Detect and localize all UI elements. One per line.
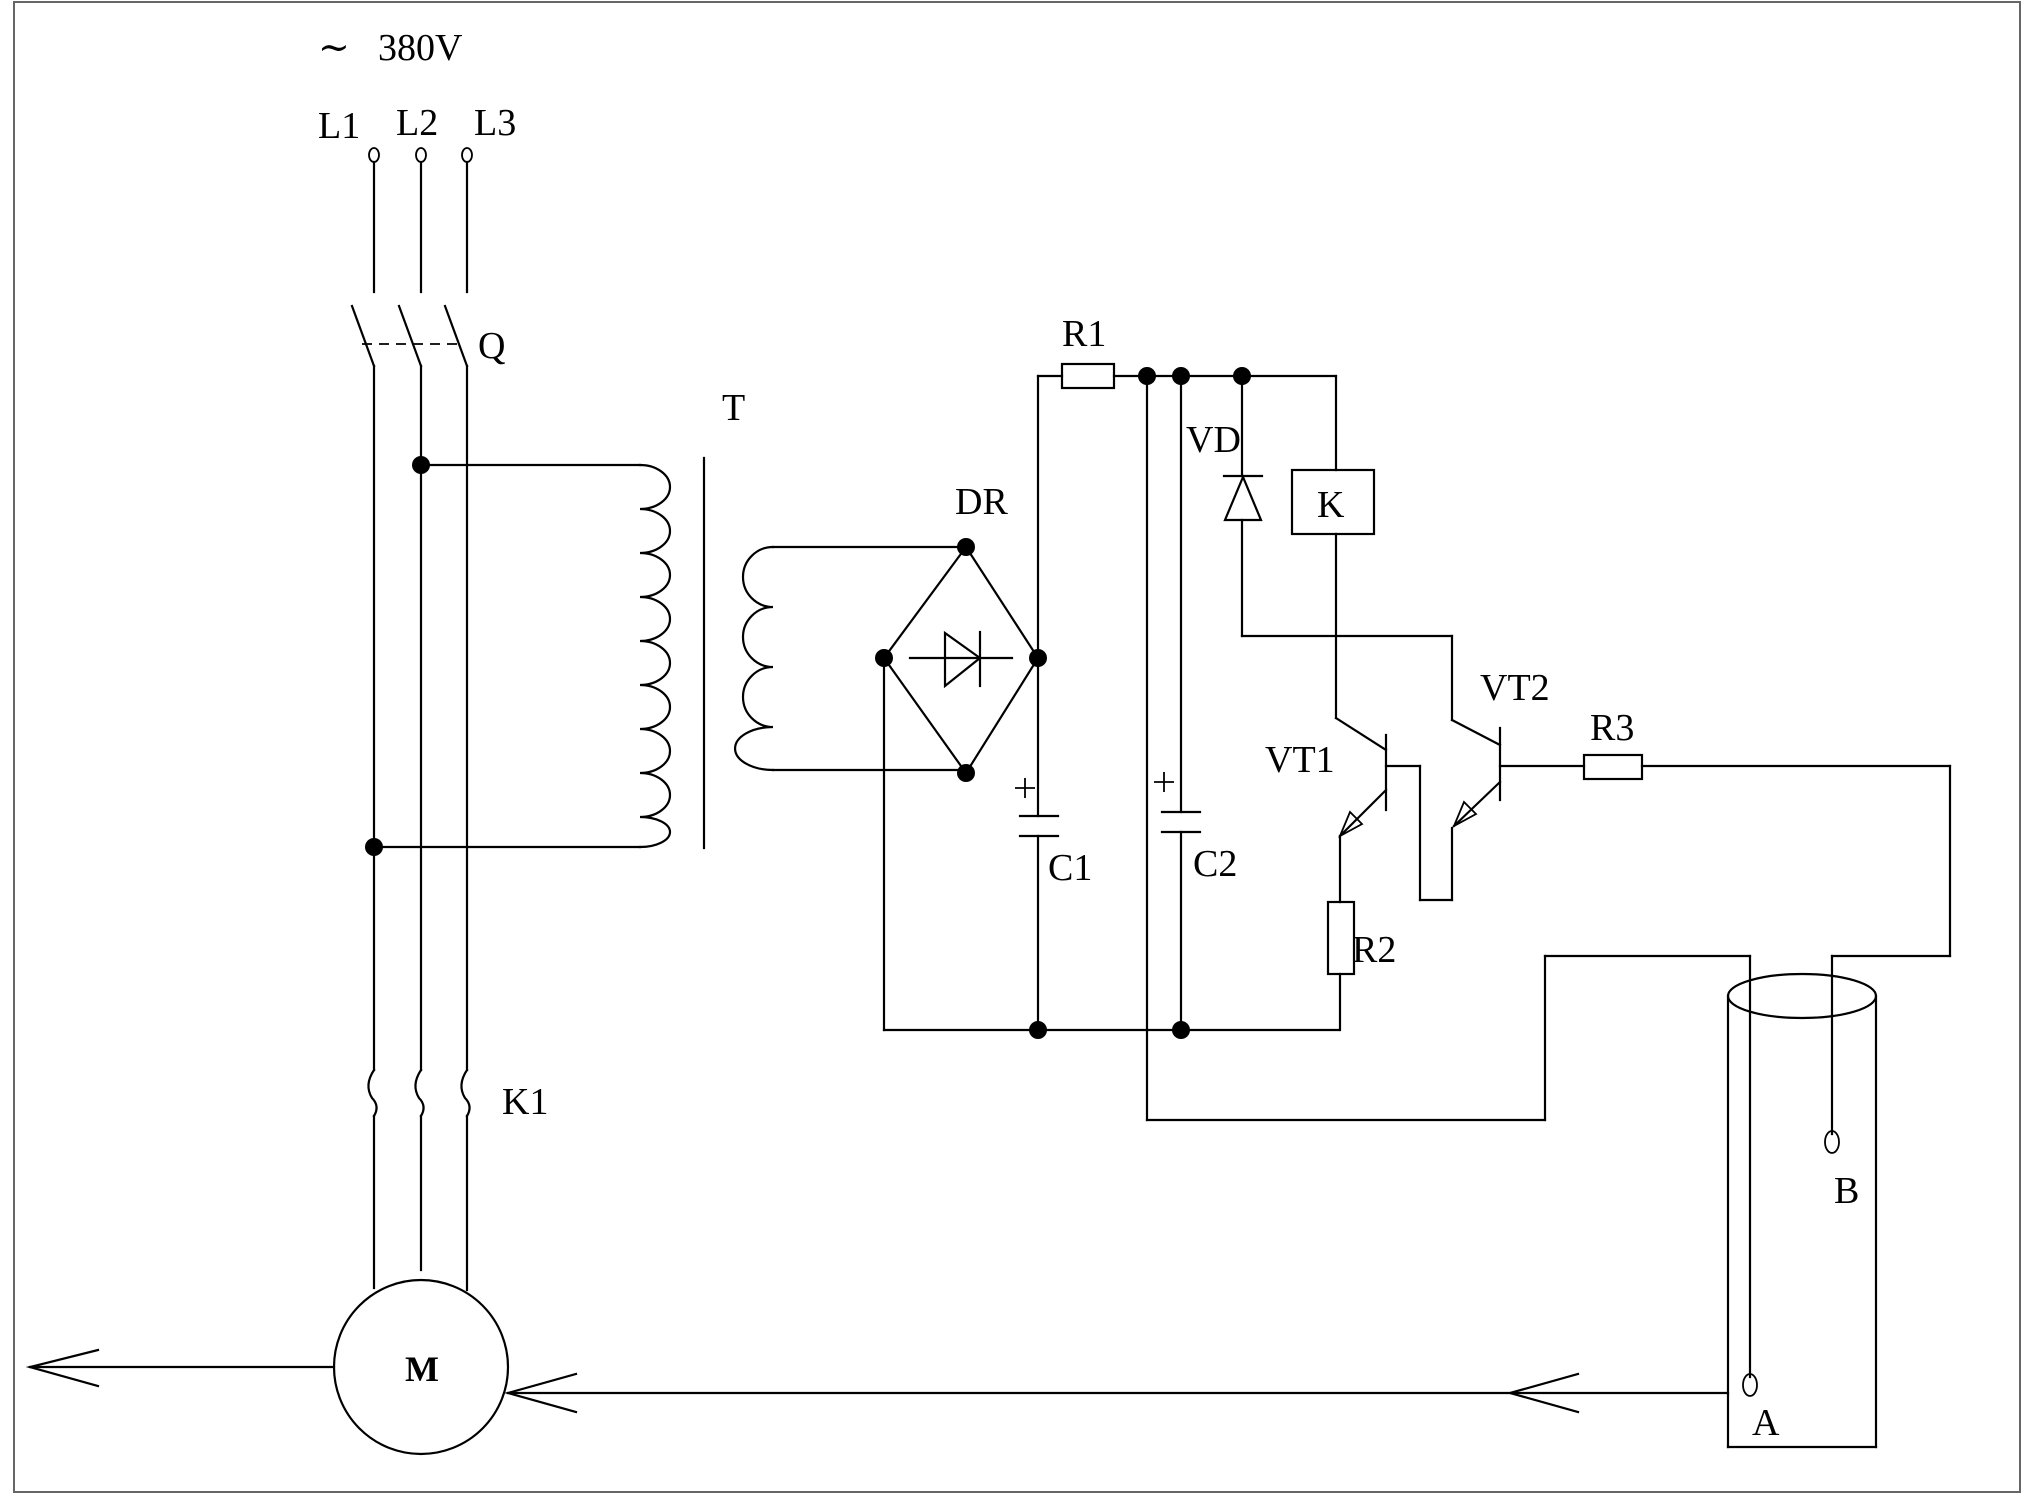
vt1-label: VT1 [1265, 739, 1335, 781]
bridge-label: DR [955, 481, 1008, 523]
bridge-rectifier-dr: DR [875, 481, 1047, 782]
probe-a: A [1742, 1373, 1780, 1444]
r3-label: R3 [1590, 707, 1634, 749]
junction-dot [1172, 367, 1190, 385]
switch-q: Q [362, 325, 505, 367]
frame-border [13, 1, 2021, 1493]
phase-label-l3: L3 [474, 102, 516, 144]
diode-vd: VD [1186, 374, 1454, 722]
ac-symbol: ∼ [318, 27, 350, 69]
motor-label: M [405, 1349, 439, 1389]
supply-terminals [368, 147, 473, 163]
transformer-label: T [722, 387, 745, 429]
resistor-r2: R2 [1326, 900, 1396, 1032]
transistor-vt2: VT2 [1450, 667, 1586, 829]
darlington-link [1384, 764, 1454, 902]
vt2-label: VT2 [1480, 667, 1550, 709]
probe-a-label: A [1752, 1402, 1780, 1444]
r2-label: R2 [1352, 929, 1396, 971]
capacitor-c2: C2 [1154, 772, 1237, 885]
junction-dot [1138, 367, 1156, 385]
phase-label-l1: L1 [318, 105, 360, 147]
junction-dot [1172, 1021, 1190, 1039]
phase-lines [350, 160, 469, 1292]
resistor-r3: R3 [1582, 707, 1952, 1136]
contactor-label: K1 [502, 1081, 548, 1123]
relay-k: K [1290, 374, 1376, 720]
capacitor-c1: C1 [1015, 778, 1092, 889]
c1-label: C1 [1048, 847, 1092, 889]
r1-label: R1 [1062, 313, 1106, 355]
c2-label: C2 [1193, 843, 1237, 885]
water-tank [1726, 972, 1878, 1449]
dc-wiring [882, 362, 1752, 1379]
transformer-t: T [372, 387, 968, 850]
junction-dot [1029, 1021, 1047, 1039]
outlet-arrow [25, 1348, 336, 1388]
supply-voltage: 380V [378, 27, 463, 69]
phase-label-l2: L2 [396, 102, 438, 144]
switch-label: Q [478, 325, 505, 367]
diode-label: VD [1186, 419, 1241, 461]
relay-label: K [1317, 484, 1345, 526]
contactor-k1: K1 [367, 1068, 548, 1123]
probe-b-label: B [1834, 1170, 1859, 1212]
motor-m: M [332, 1278, 510, 1456]
inlet-arrow [503, 1372, 1730, 1414]
probe-b: B [1824, 1130, 1859, 1212]
supply-label: ∼ 380V [318, 27, 463, 69]
transistor-vt1: VT1 [1265, 716, 1388, 904]
